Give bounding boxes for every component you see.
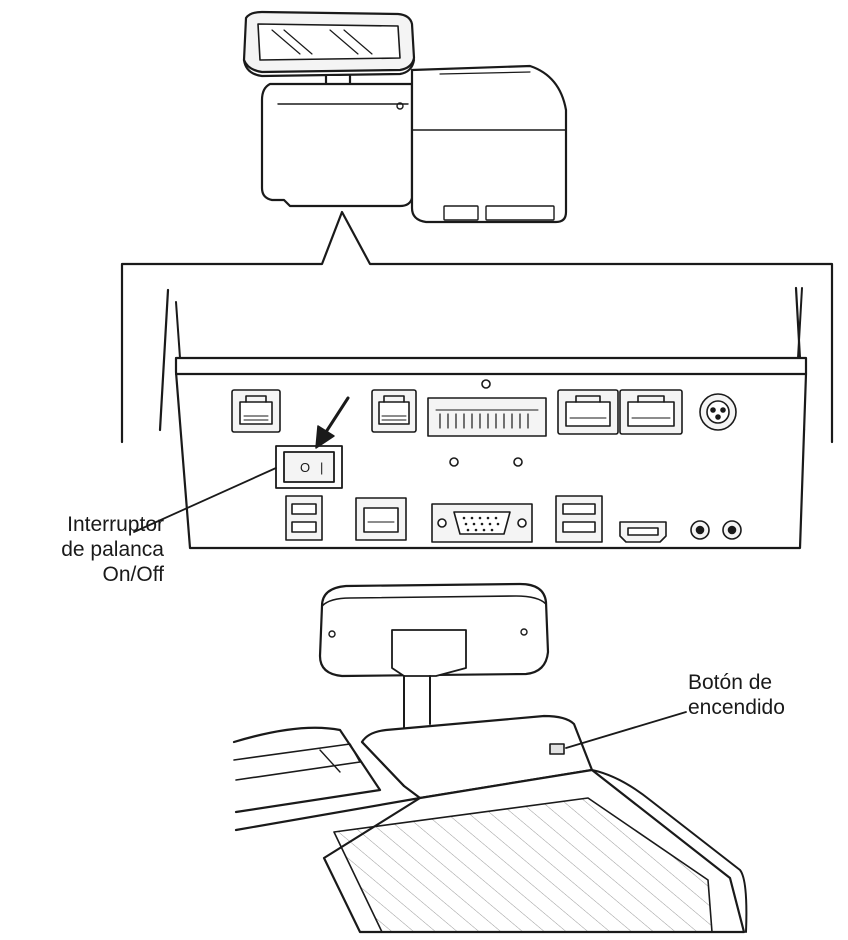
toggle-switch-label-line-2: de palanca: [61, 538, 164, 561]
terminal-front-view: [232, 582, 748, 934]
rj-port-1: [231, 389, 281, 433]
switch-pointer-arrow: [315, 396, 350, 449]
power-button-leader: [565, 711, 687, 749]
detail-callout-bracket: [120, 210, 834, 444]
power-button: [549, 743, 565, 755]
customer-display-top: [242, 10, 416, 78]
toggle-switch-label-line-1: Interruptor: [67, 513, 164, 536]
usb-ports-left: [285, 495, 323, 541]
toggle-switch-leader: [133, 467, 277, 533]
terminal-strip: [427, 379, 547, 467]
toggle-switch-label: Interruptor de palanca On/Off: [4, 512, 164, 587]
vga-port: [431, 503, 533, 543]
usb-ports-right: [555, 495, 603, 543]
rj-port-3: [355, 497, 407, 541]
audio-jacks: [690, 520, 742, 540]
power-button-label-line-2: encendido: [688, 696, 785, 719]
toggle-switch: O |: [275, 445, 343, 489]
toggle-on-symbol: |: [320, 460, 323, 475]
terminal-rear-view: [242, 10, 568, 224]
power-button-label: Botón de encendido: [688, 670, 848, 720]
rj-port-2: [371, 389, 417, 433]
rj-port-dual: [557, 389, 683, 435]
power-button-label-line-1: Botón de: [688, 671, 773, 694]
connector-panel: O |: [158, 286, 808, 550]
dc-power-jack: [699, 393, 737, 431]
hdmi-port: [619, 521, 667, 543]
toggle-off-symbol: O: [300, 460, 310, 475]
toggle-switch-label-line-3: On/Off: [102, 563, 164, 586]
